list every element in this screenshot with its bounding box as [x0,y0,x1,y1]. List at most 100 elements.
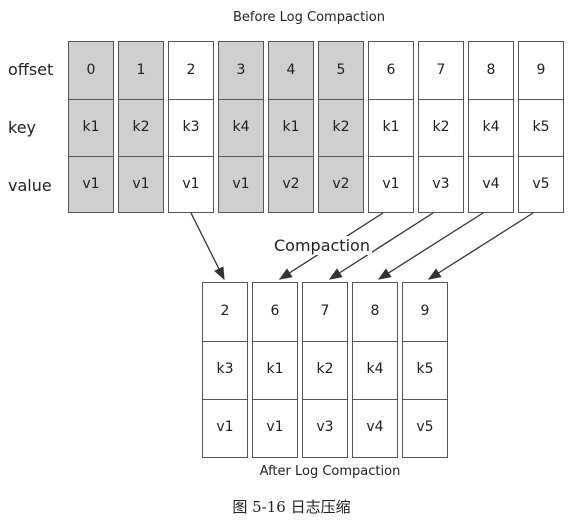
after-offset-cell: 8 [370,303,380,319]
before-offset-cell: 3 [236,62,246,78]
after-record-column: 7 k2 v3 [302,282,348,458]
before-record-column: 2 k3 v1 [168,41,214,213]
before-record-column: 6 k1 v1 [368,41,414,213]
before-value-cell: v3 [432,176,450,192]
after-value-cell: v3 [316,419,334,435]
after-value-cell: v4 [366,419,384,435]
before-offset-cell: 0 [86,62,96,78]
before-record-column: 9 k5 v5 [518,41,564,213]
before-compaction-title: Before Log Compaction [233,10,385,25]
before-value-cell: v1 [382,176,400,192]
before-record-column: 3 k4 v1 [218,41,264,213]
before-key-cell: k2 [332,119,350,135]
before-offset-cell: 9 [536,62,546,78]
before-offset-cell: 6 [386,62,396,78]
before-offset-cell: 8 [486,62,496,78]
before-key-cell: k5 [532,119,550,135]
row-label-key: key [8,118,37,137]
row-label-offset: offset [8,60,54,79]
cell-divider [353,341,397,342]
cell-divider [169,156,213,157]
before-key-cell: k1 [382,119,400,135]
after-record-column: 8 k4 v4 [352,282,398,458]
cell-divider [253,341,297,342]
before-value-cell: v2 [282,176,300,192]
cell-divider [319,156,363,157]
after-key-cell: k1 [266,361,284,377]
figure-caption: 图 5-16 日志压缩 [232,498,351,516]
cell-divider [219,99,263,100]
before-key-cell: k2 [132,119,150,135]
cell-divider [319,99,363,100]
cell-divider [419,99,463,100]
after-key-cell: k3 [216,361,234,377]
after-offset-cell: 6 [270,303,280,319]
cell-divider [369,99,413,100]
cell-divider [203,399,247,400]
cell-divider [303,399,347,400]
cell-divider [69,156,113,157]
arrow-offset-2 [190,212,225,281]
cell-divider [403,341,447,342]
before-value-cell: v1 [82,176,100,192]
before-value-cell: v1 [132,176,150,192]
cell-divider [519,99,563,100]
before-key-cell: k4 [232,119,250,135]
after-offset-cell: 7 [320,303,330,319]
after-key-cell: k5 [416,361,434,377]
cell-divider [169,99,213,100]
cell-divider [519,156,563,157]
before-value-cell: v4 [482,176,500,192]
arrow-offset-7 [328,212,434,280]
before-record-column: 4 k1 v2 [268,41,314,213]
after-compaction-title: After Log Compaction [259,464,401,479]
before-offset-cell: 4 [286,62,296,78]
before-value-cell: v1 [232,176,250,192]
cell-divider [469,156,513,157]
cell-divider [469,99,513,100]
before-record-column: 1 k2 v1 [118,41,164,213]
before-key-cell: k3 [182,119,200,135]
before-key-cell: k1 [282,119,300,135]
before-key-cell: k4 [482,119,500,135]
cell-divider [353,399,397,400]
before-record-column: 7 k2 v3 [418,41,464,213]
after-key-cell: k2 [316,361,334,377]
before-value-cell: v2 [332,176,350,192]
cell-divider [269,156,313,157]
after-value-cell: v1 [266,419,284,435]
after-record-column: 9 k5 v5 [402,282,448,458]
before-record-column: 8 k4 v4 [468,41,514,213]
cell-divider [119,99,163,100]
before-offset-cell: 5 [336,62,346,78]
before-value-cell: v5 [532,176,550,192]
compaction-label: Compaction [272,236,372,255]
cell-divider [269,99,313,100]
before-offset-cell: 2 [186,62,196,78]
before-record-column: 0 k1 v1 [68,41,114,213]
cell-divider [253,399,297,400]
before-offset-cell: 1 [136,62,146,78]
before-key-cell: k1 [82,119,100,135]
cell-divider [119,156,163,157]
cell-divider [419,156,463,157]
cell-divider [369,156,413,157]
cell-divider [203,341,247,342]
row-label-value: value [8,176,52,195]
arrow-offset-8 [377,212,484,280]
cell-divider [219,156,263,157]
cell-divider [69,99,113,100]
after-key-cell: k4 [366,361,384,377]
before-value-cell: v1 [182,176,200,192]
before-record-column: 5 k2 v2 [318,41,364,213]
after-offset-cell: 9 [420,303,430,319]
cell-divider [403,399,447,400]
after-value-cell: v1 [216,419,234,435]
cell-divider [303,341,347,342]
after-value-cell: v5 [416,419,434,435]
before-key-cell: k2 [432,119,450,135]
before-offset-cell: 7 [436,62,446,78]
after-record-column: 6 k1 v1 [252,282,298,458]
arrow-offset-9 [427,212,534,280]
